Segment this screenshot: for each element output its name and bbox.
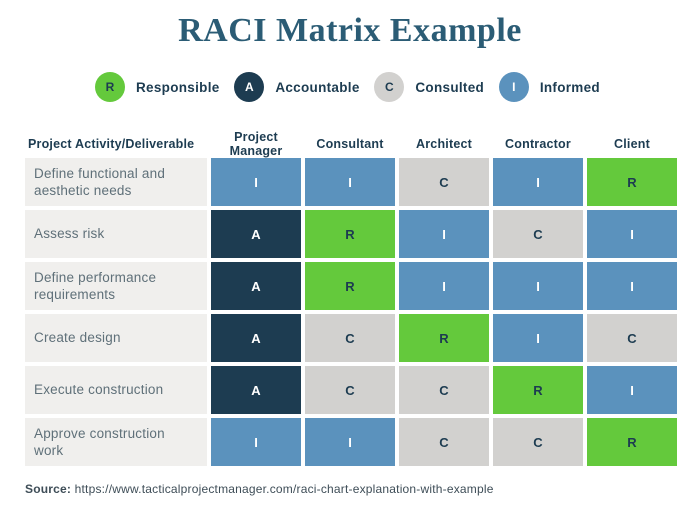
column-header-contractor: Contractor	[505, 137, 571, 151]
raci-cell: C	[305, 314, 395, 362]
raci-cell: I	[493, 262, 583, 310]
raci-cell: R	[587, 418, 677, 466]
raci-cell: C	[399, 418, 489, 466]
raci-cell: I	[399, 262, 489, 310]
raci-cell: I	[305, 158, 395, 206]
accountable-badge-icon: A	[234, 72, 265, 102]
legend-item-informed: I Informed	[498, 72, 600, 102]
table-row: Assess risk A R I C I	[25, 210, 677, 258]
raci-cell: R	[305, 262, 395, 310]
table-row: Approve construction work I I C C R	[25, 418, 677, 466]
raci-cell: R	[587, 158, 677, 206]
activity-label: Assess risk	[25, 210, 207, 258]
legend-label-responsible: Responsible	[136, 79, 220, 95]
raci-cell: C	[493, 210, 583, 258]
column-header-consultant: Consultant	[316, 137, 384, 151]
table-header-row: Project Activity/Deliverable Project Man…	[25, 130, 677, 158]
column-header-architect: Architect	[416, 137, 472, 151]
informed-badge-icon: I	[498, 72, 529, 102]
legend-label-accountable: Accountable	[275, 79, 360, 95]
page-title: RACI Matrix Example	[178, 12, 522, 49]
raci-cell: I	[587, 366, 677, 414]
responsible-badge-icon: R	[95, 72, 125, 102]
source-line: Source: https://www.tacticalprojectmanag…	[25, 482, 700, 496]
raci-cell: C	[399, 366, 489, 414]
raci-cell: C	[305, 366, 395, 414]
activity-label: Define performance requirements	[25, 262, 207, 310]
table-row: Execute construction A C C R I	[25, 366, 677, 414]
raci-cell: I	[211, 158, 301, 206]
raci-matrix-table: Project Activity/Deliverable Project Man…	[25, 130, 677, 466]
source-url: https://www.tacticalprojectmanager.com/r…	[74, 482, 494, 496]
column-header-activity: Project Activity/Deliverable	[28, 137, 195, 151]
raci-cell: C	[399, 158, 489, 206]
raci-cell: C	[493, 418, 583, 466]
raci-cell: R	[493, 366, 583, 414]
consulted-badge-icon: C	[374, 72, 405, 102]
raci-cell: I	[211, 418, 301, 466]
source-label: Source:	[25, 482, 72, 496]
raci-cell: I	[587, 210, 677, 258]
activity-label: Define functional and aesthetic needs	[25, 158, 207, 206]
column-header-project-manager: Project Manager	[229, 130, 283, 158]
raci-cell: I	[493, 158, 583, 206]
legend-label-informed: Informed	[539, 79, 600, 95]
table-row: Define functional and aesthetic needs I …	[25, 158, 677, 206]
activity-label: Execute construction	[25, 366, 207, 414]
raci-cell: A	[211, 210, 301, 258]
table-row: Define performance requirements A R I I …	[25, 262, 677, 310]
raci-cell: I	[305, 418, 395, 466]
raci-cell: A	[211, 366, 301, 414]
legend-item-consulted: C Consulted	[374, 72, 484, 102]
raci-cell: I	[399, 210, 489, 258]
raci-cell: R	[305, 210, 395, 258]
activity-label: Create design	[25, 314, 207, 362]
raci-cell: A	[211, 262, 301, 310]
raci-cell: R	[399, 314, 489, 362]
table-row: Create design A C R I C	[25, 314, 677, 362]
activity-label: Approve construction work	[25, 418, 207, 466]
legend-item-accountable: A Accountable	[234, 72, 359, 102]
legend-item-responsible: R Responsible	[95, 72, 220, 102]
raci-cell: A	[211, 314, 301, 362]
legend: R Responsible A Accountable C Consulted …	[0, 72, 700, 102]
raci-cell: I	[587, 262, 677, 310]
raci-cell: I	[493, 314, 583, 362]
raci-cell: C	[587, 314, 677, 362]
column-header-client: Client	[614, 137, 650, 151]
legend-label-consulted: Consulted	[415, 79, 485, 95]
